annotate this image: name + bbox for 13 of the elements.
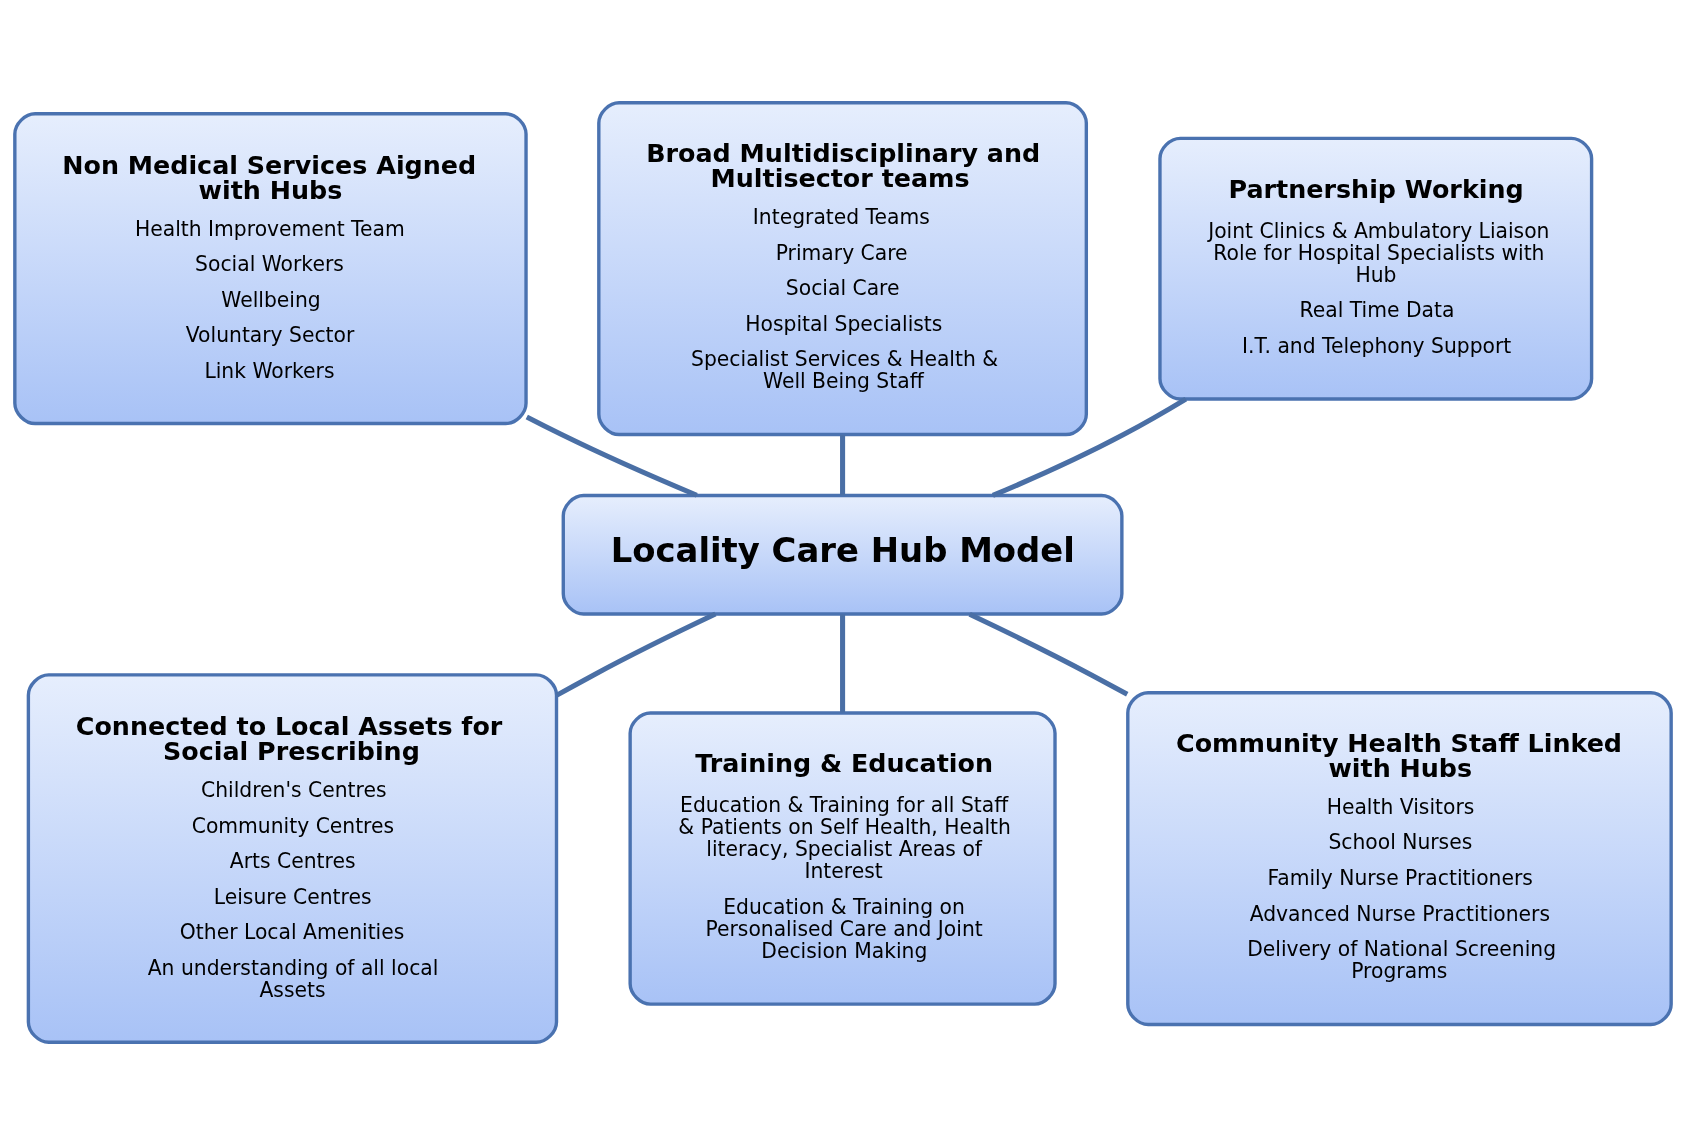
connector: [840, 434, 846, 495]
node-box: Locality Care Hub Model: [561, 493, 1124, 616]
connector: [555, 611, 717, 697]
node-box: Community Health Staff Linked with Hubs Health Visitors School Nurses Family Nurse Practitioners Advanced Nurse Practitioners Delivery of National Screening Programs: [1126, 690, 1673, 1026]
connector: [525, 414, 698, 498]
connector: [991, 396, 1188, 498]
node-box: Non Medical Services Aigned with Hubs Health Improvement Team Social Workers Wellbeing Voluntary Sector Link Workers: [13, 111, 528, 425]
node-box: Partnership Working Joint Clinics & Ambulatory Liaison Role for Hospital Specialists with Hub Real Time Data I.T. and Telephony Support: [1158, 136, 1594, 401]
node-box: Training & Education Education & Training for all Staff & Patients on Self Health, Health literacy, Specialist Areas of Interest Education & Training on Personalised Care and Joint Decision Making: [628, 710, 1057, 1006]
node-box: Connected to Local Assets for Social Prescribing Children's Centres Community Centres Arts Centres Leisure Centres Other Local Amenities An understanding of all local Assets: [26, 672, 559, 1044]
node-box: Broad Multidisciplinary and Multisector teams Integrated Teams Primary Care Social Care Hospital Specialists Specialist Services & Health & Well Being Staff: [597, 100, 1089, 436]
connector: [840, 613, 846, 712]
connector: [968, 611, 1129, 697]
